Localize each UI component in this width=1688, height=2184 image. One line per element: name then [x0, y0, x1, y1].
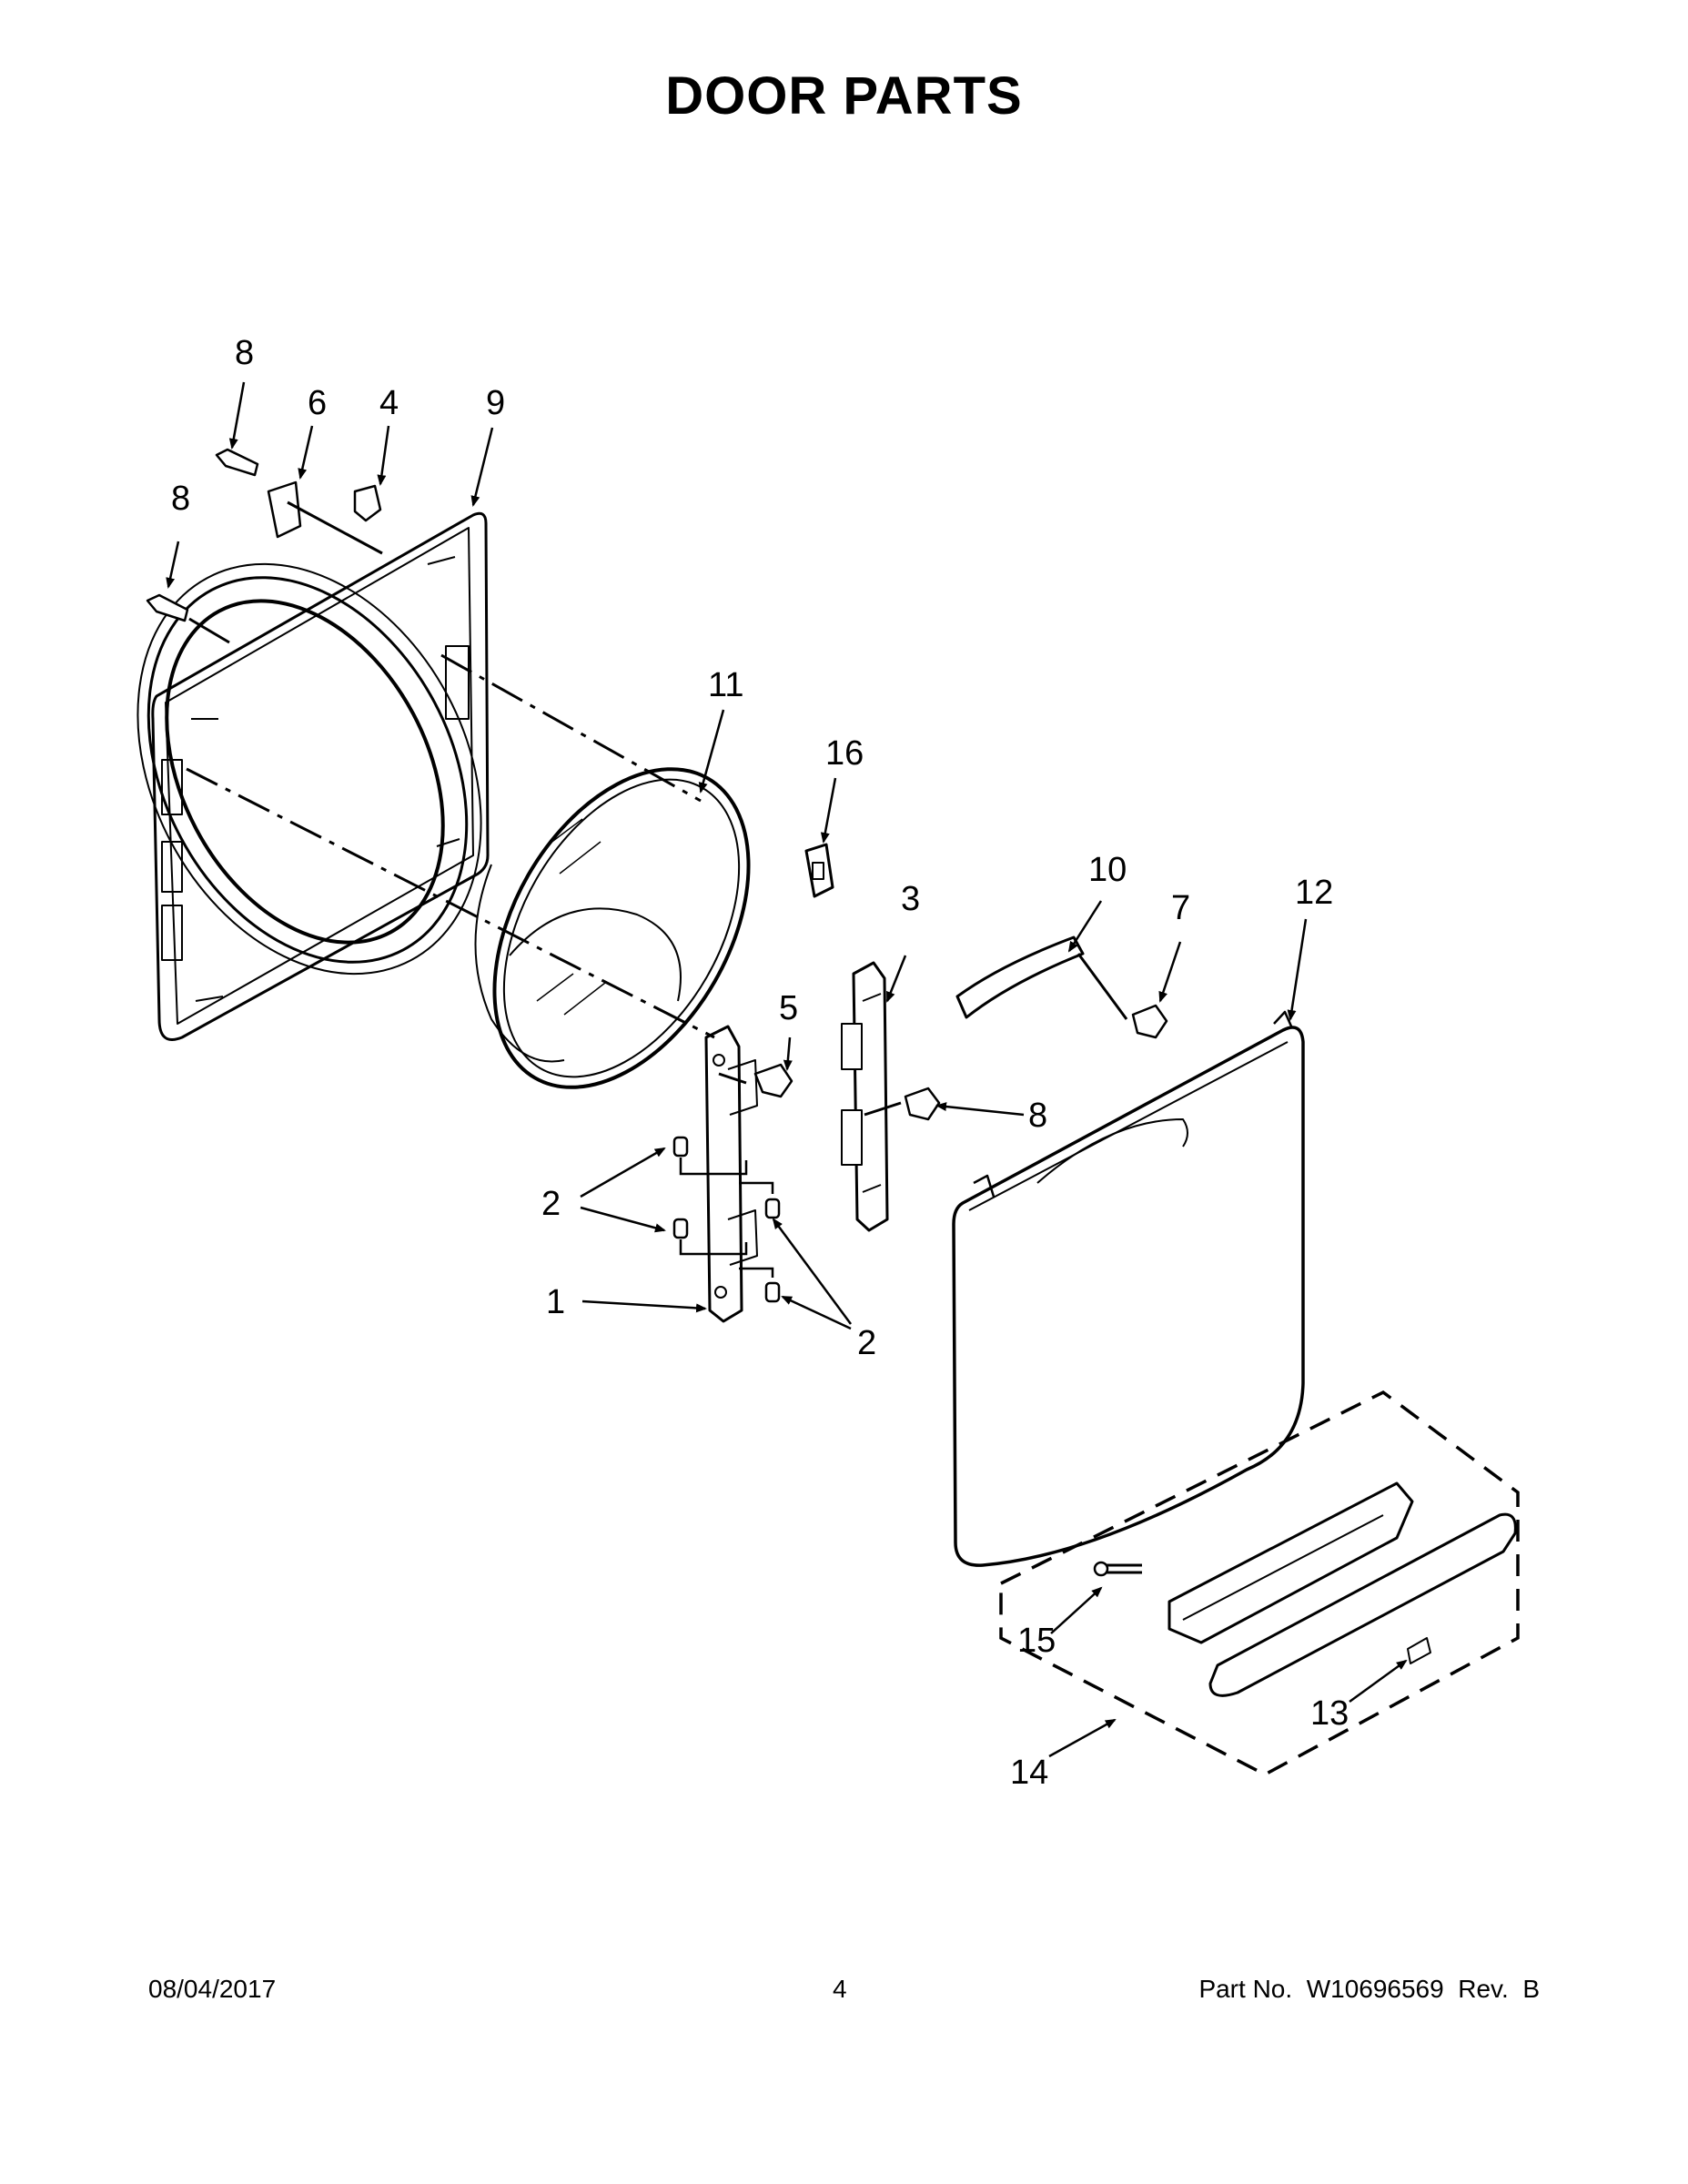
callout-3: 3 — [901, 880, 920, 918]
callout-11: 11 — [708, 666, 743, 704]
fastener-leader-lines — [188, 500, 1128, 1117]
callout-7: 7 — [1171, 889, 1190, 927]
callout-5: 5 — [779, 989, 798, 1027]
alignment-lines — [186, 653, 715, 1039]
callout-2: 2 — [541, 1185, 561, 1223]
callout-2: 2 — [857, 1324, 876, 1362]
callout-9: 9 — [486, 384, 505, 422]
callout-1: 1 — [546, 1283, 565, 1321]
latch-bracket-part — [841, 961, 889, 1232]
callout-12: 12 — [1295, 874, 1333, 912]
bushing-parts — [672, 1136, 781, 1303]
handle-assembly-part — [1093, 1481, 1517, 1697]
callout-15: 15 — [1017, 1622, 1056, 1660]
callout-13: 13 — [1310, 1694, 1349, 1733]
callout-4: 4 — [379, 384, 399, 422]
callout-arrows — [166, 381, 1408, 1758]
callout-10: 10 — [1088, 851, 1127, 889]
callout-16: 16 — [825, 734, 864, 773]
page-title: DOOR PARTS — [665, 66, 1023, 126]
callout-14: 14 — [1010, 1754, 1048, 1792]
callout-8: 8 — [1028, 1097, 1047, 1135]
footer-page-number: 4 — [833, 1975, 847, 2003]
outer-door-part — [952, 1010, 1305, 1567]
callout-6: 6 — [308, 384, 327, 422]
callout-8: 8 — [235, 334, 254, 372]
handle-kit-boundary — [999, 1390, 1520, 1776]
actuator-part — [804, 843, 834, 898]
footer-date: 08/04/2017 — [148, 1975, 277, 2003]
footer-part-number: Part No. W10696569 Rev. B — [1198, 1975, 1540, 2003]
door-glass-part — [474, 767, 751, 1089]
callout-8: 8 — [171, 480, 190, 518]
fastener-parts — [146, 448, 1168, 1121]
trim-strip-part — [955, 935, 1085, 1019]
door-frame-part — [136, 511, 490, 1041]
